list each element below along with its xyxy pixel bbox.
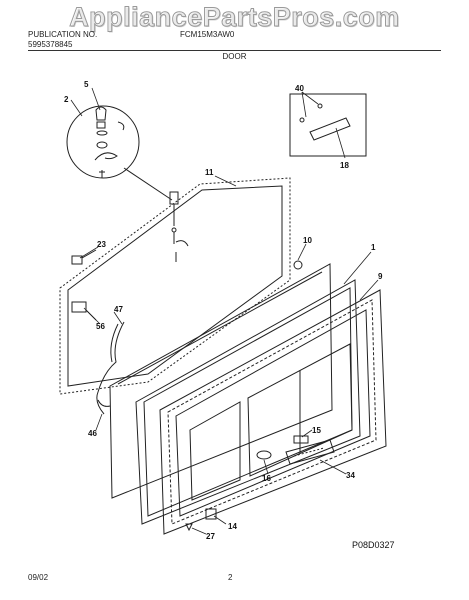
callout-46: 46 xyxy=(88,429,97,438)
leader-lines xyxy=(70,87,379,535)
model-number: FCM15M3AW0 xyxy=(180,30,235,39)
callout-1: 1 xyxy=(371,243,376,252)
light-15 xyxy=(293,435,309,444)
callout-14: 14 xyxy=(228,522,237,531)
footer-date: 09/02 xyxy=(28,573,49,582)
callout-5: 5 xyxy=(84,80,89,89)
header-rule xyxy=(28,50,441,51)
hinge-detail-circle xyxy=(66,105,173,201)
publication-number: 5995378845 xyxy=(28,40,73,49)
callout-labels: 40 5 2 18 11 23 10 1 9 47 56 46 15 34 16… xyxy=(64,80,383,541)
switch-16 xyxy=(256,450,272,460)
callout-34: 34 xyxy=(346,471,355,480)
clip-23 xyxy=(71,249,97,265)
bracket-56 xyxy=(71,301,97,321)
publication-label: PUBLICATION NO. xyxy=(28,30,98,39)
callout-40: 40 xyxy=(295,84,304,93)
callout-47: 47 xyxy=(114,305,123,314)
page-number: 2 xyxy=(228,573,233,582)
callout-23: 23 xyxy=(97,240,106,249)
callout-15: 15 xyxy=(312,426,321,435)
gasket-11 xyxy=(59,177,291,395)
callout-2: 2 xyxy=(64,95,69,104)
section-title: DOOR xyxy=(222,52,247,61)
breaker-frame-9 xyxy=(159,289,387,535)
control-panel-34 xyxy=(285,439,335,465)
hinge-14 xyxy=(205,508,217,520)
callout-9: 9 xyxy=(378,272,383,281)
screw-27 xyxy=(185,523,193,532)
callout-16: 16 xyxy=(262,474,271,483)
wire-harness xyxy=(96,321,125,415)
hinge-screws xyxy=(169,191,189,262)
callout-56: 56 xyxy=(96,322,105,331)
parts-bag-inset xyxy=(289,93,367,157)
callout-11: 11 xyxy=(205,168,214,177)
plug-10 xyxy=(293,260,303,270)
callout-18: 18 xyxy=(340,161,349,170)
callout-27: 27 xyxy=(206,532,215,541)
inner-door-liner xyxy=(109,263,333,499)
diagram-code: P08D0327 xyxy=(352,540,395,550)
publication-info: PUBLICATION NO. 5995378845 xyxy=(28,30,97,50)
door-window-panels xyxy=(189,343,353,501)
callout-10: 10 xyxy=(303,236,312,245)
